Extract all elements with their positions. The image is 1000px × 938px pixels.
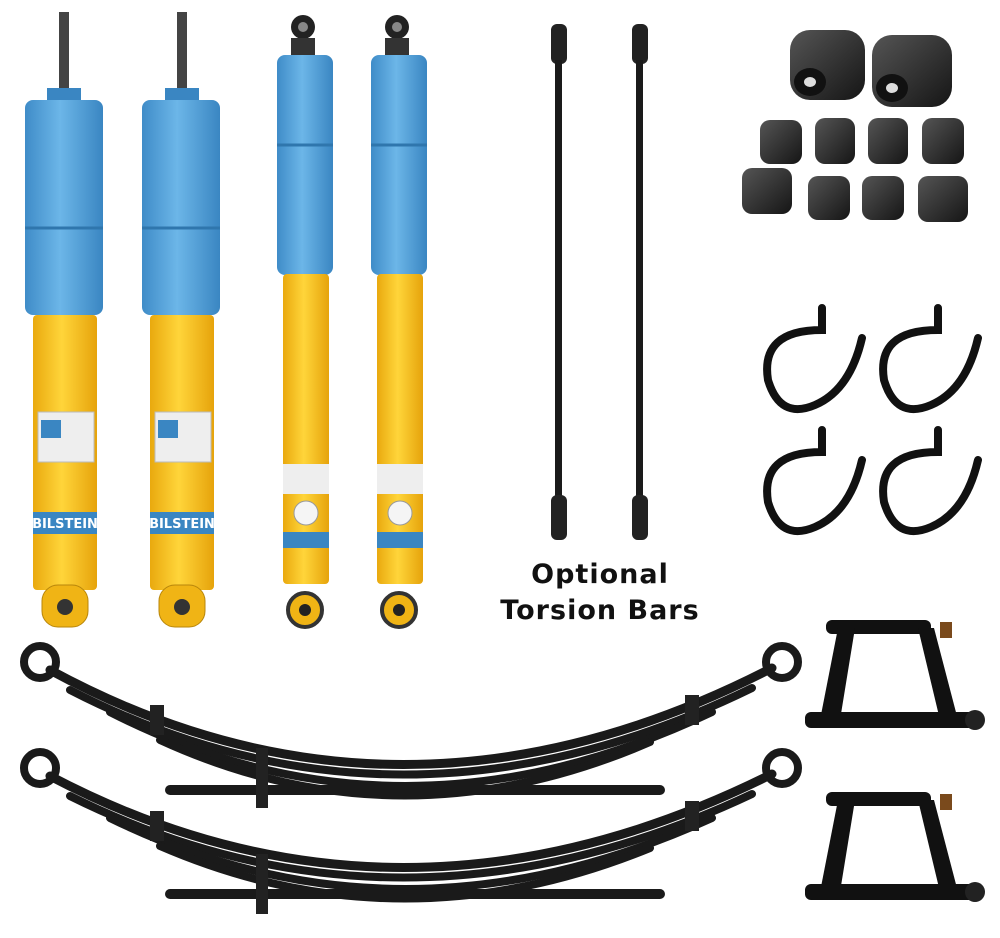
bush-large-2 (872, 35, 952, 107)
bush-set (742, 30, 968, 222)
torsion-bar-left (551, 24, 567, 540)
caption-line-1: Optional (531, 559, 669, 590)
caption-line-2: Torsion Bars (500, 595, 700, 626)
shackle-top (805, 620, 985, 730)
rear-shock-left (277, 15, 333, 629)
shackle-bottom (805, 792, 985, 902)
torsion-bar-right (632, 24, 648, 540)
bush-large-1 (790, 30, 865, 100)
u-bolt-set (763, 304, 982, 535)
front-shock-right: BILSTEIN (142, 12, 220, 628)
rear-shock-right (371, 15, 427, 629)
leaf-spring-bottom (20, 748, 802, 914)
front-shock-left-brand: BILSTEIN (32, 517, 98, 532)
leaf-spring-top (20, 642, 802, 808)
front-shock-right-brand: BILSTEIN (149, 517, 215, 532)
front-shock-left: BILSTEIN (25, 12, 103, 628)
